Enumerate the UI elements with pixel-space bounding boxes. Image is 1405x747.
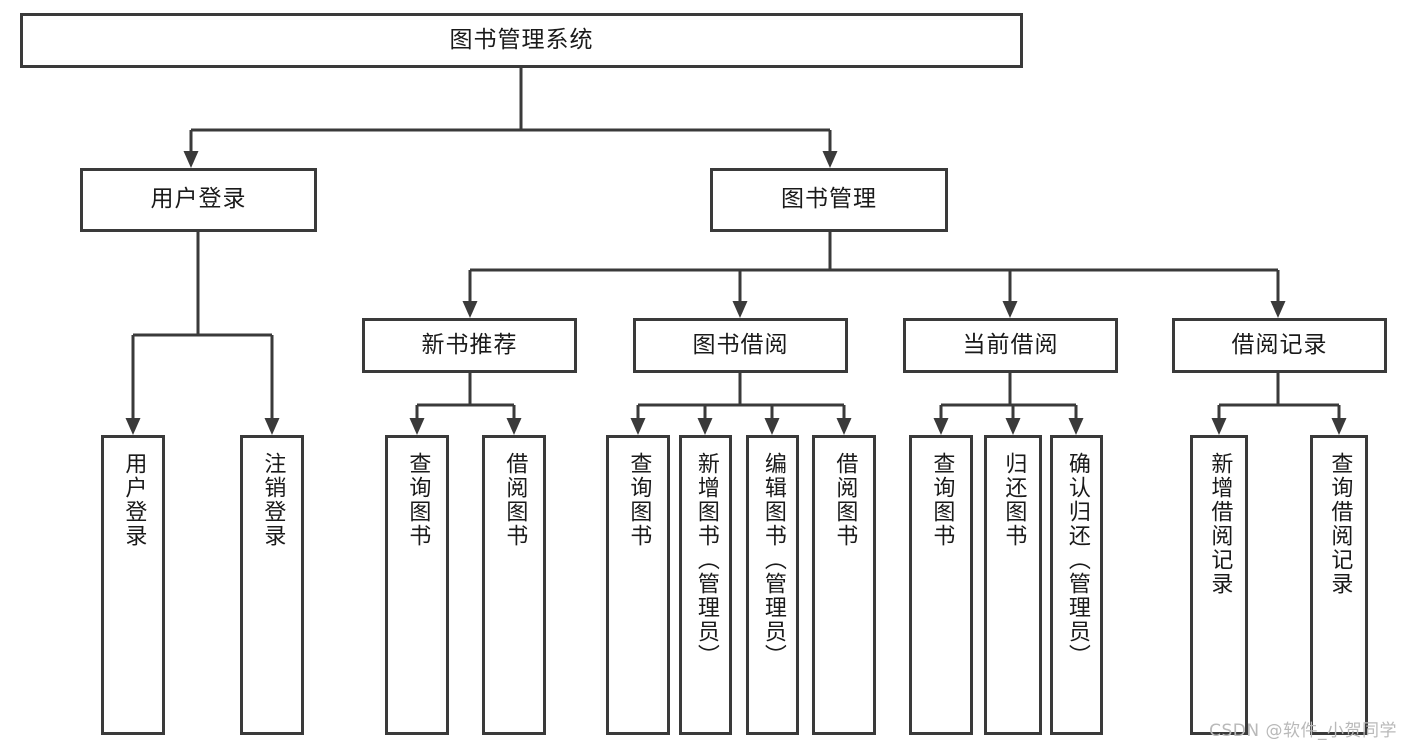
node-level2-new-book-recommend[interactable]: 新书推荐 (362, 318, 577, 373)
arrowhead-icon (933, 418, 949, 435)
arrowhead-icon (1002, 301, 1018, 318)
arrowhead-icon (409, 418, 425, 435)
connector-manage-a2 (732, 270, 748, 318)
node-label-leaf-user-logout: 注销登录 (260, 452, 286, 548)
connector-brw-a1 (630, 405, 646, 435)
arrowhead-icon (630, 418, 646, 435)
connector-cur-a1 (933, 405, 949, 435)
arrowhead-icon (1331, 418, 1347, 435)
node-label-root: 图书管理系统 (449, 26, 594, 53)
node-leaf-leaf-return-book[interactable]: 归还图书 (984, 435, 1042, 735)
node-leaf-leaf-query-book-2[interactable]: 查询图书 (606, 435, 670, 735)
node-level2-current-borrow[interactable]: 当前借阅 (903, 318, 1118, 373)
watermark: CSDN @软件_小贺同学 (1209, 721, 1397, 741)
node-label-borrow-record: 借阅记录 (1231, 331, 1328, 358)
connector-rcd-a2 (1331, 405, 1347, 435)
arrowhead-icon (732, 301, 748, 318)
node-leaf-leaf-edit-book[interactable]: 编辑图书（管理员） (746, 435, 799, 735)
node-level1-user-login[interactable]: 用户登录 (80, 168, 317, 232)
connector-login-a1 (125, 335, 141, 435)
node-label-leaf-add-book: 新增图书（管理员） (693, 452, 719, 668)
arrowhead-icon (264, 418, 280, 435)
node-label-leaf-query-record: 查询借阅记录 (1327, 452, 1353, 596)
node-label-leaf-return-book: 归还图书 (1001, 452, 1027, 548)
connector-rec-a2 (506, 405, 522, 435)
node-leaf-leaf-add-book[interactable]: 新增图书（管理员） (679, 435, 732, 735)
node-leaf-leaf-add-record[interactable]: 新增借阅记录 (1190, 435, 1248, 735)
connector-login-a2 (264, 335, 280, 435)
node-label-current-borrow: 当前借阅 (962, 331, 1059, 358)
node-label-leaf-user-login: 用户登录 (121, 452, 147, 548)
arrowhead-icon (836, 418, 852, 435)
connector-brw-a3 (764, 405, 780, 435)
connector-rec-a1 (409, 405, 425, 435)
node-label-leaf-query-book-1: 查询图书 (405, 452, 431, 548)
connector-brw-a4 (836, 405, 852, 435)
arrowhead-icon (822, 151, 838, 168)
node-label-book-borrow: 图书借阅 (692, 331, 789, 358)
node-label-leaf-query-book-3: 查询图书 (929, 452, 955, 548)
node-level2-borrow-record[interactable]: 借阅记录 (1172, 318, 1387, 373)
node-label-book-manage: 图书管理 (781, 186, 877, 213)
node-leaf-leaf-borrow-book-1[interactable]: 借阅图书 (482, 435, 546, 735)
node-leaf-leaf-query-book-3[interactable]: 查询图书 (909, 435, 973, 735)
node-label-leaf-add-record: 新增借阅记录 (1207, 452, 1233, 596)
node-leaf-leaf-borrow-book-2[interactable]: 借阅图书 (812, 435, 876, 735)
connector-manage-a3 (1002, 270, 1018, 318)
connector-cur-a2 (1005, 405, 1021, 435)
node-root-root[interactable]: 图书管理系统 (20, 13, 1023, 68)
arrowhead-icon (1068, 418, 1084, 435)
node-label-new-book-recommend: 新书推荐 (421, 331, 518, 358)
arrowhead-icon (183, 151, 199, 168)
node-leaf-leaf-query-book-1[interactable]: 查询图书 (385, 435, 449, 735)
node-leaf-leaf-confirm-return[interactable]: 确认归还（管理员） (1050, 435, 1103, 735)
connector-manage-a1 (462, 270, 478, 318)
node-label-leaf-edit-book: 编辑图书（管理员） (760, 452, 786, 668)
node-label-leaf-borrow-book-2: 借阅图书 (832, 452, 858, 548)
arrowhead-icon (764, 418, 780, 435)
node-leaf-leaf-user-login[interactable]: 用户登录 (101, 435, 165, 735)
node-leaf-leaf-query-record[interactable]: 查询借阅记录 (1310, 435, 1368, 735)
node-level2-book-borrow[interactable]: 图书借阅 (633, 318, 848, 373)
connector-manage-a4 (1270, 270, 1286, 318)
connector-brw-a2 (697, 405, 713, 435)
node-label-leaf-borrow-book-1: 借阅图书 (502, 452, 528, 548)
node-level1-book-manage[interactable]: 图书管理 (710, 168, 948, 232)
connector-cur-a3 (1068, 405, 1084, 435)
arrowhead-icon (1005, 418, 1021, 435)
node-leaf-leaf-user-logout[interactable]: 注销登录 (240, 435, 304, 735)
arrowhead-icon (1211, 418, 1227, 435)
node-label-user-login: 用户登录 (150, 186, 247, 213)
connector-rcd-a1 (1211, 405, 1227, 435)
arrowhead-icon (506, 418, 522, 435)
connector-root-to-login (183, 130, 199, 168)
arrowhead-icon (697, 418, 713, 435)
arrowhead-icon (1270, 301, 1286, 318)
node-label-leaf-query-book-2: 查询图书 (626, 452, 652, 548)
node-label-leaf-confirm-return: 确认归还（管理员） (1064, 452, 1090, 668)
arrowhead-icon (125, 418, 141, 435)
connector-root-to-manage (822, 130, 838, 168)
arrowhead-icon (462, 301, 478, 318)
